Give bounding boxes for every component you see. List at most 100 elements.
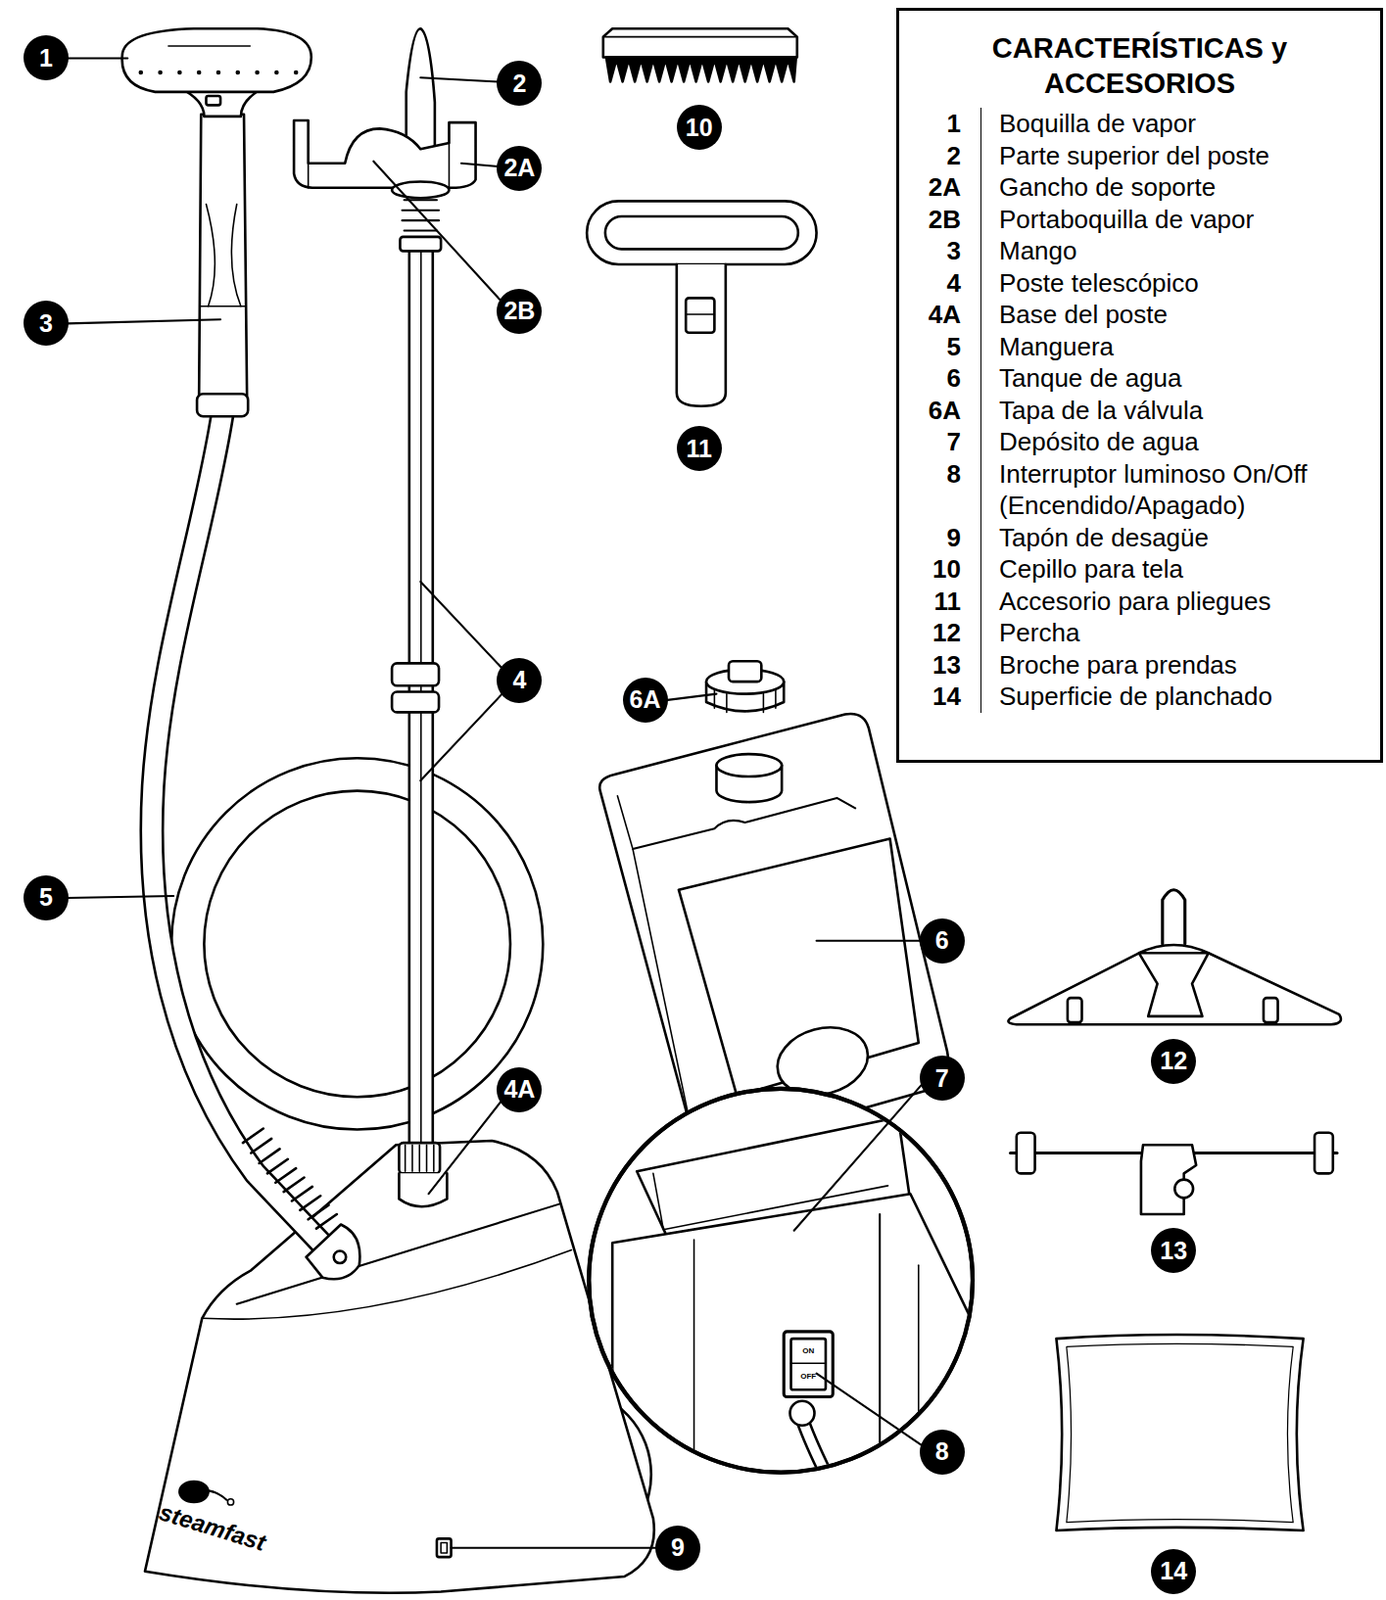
- part-name: Percha: [980, 617, 1381, 650]
- steam-nozzle: [139, 70, 299, 76]
- part-name: Cepillo para tela: [980, 553, 1381, 586]
- reservoir-detail: [588, 1089, 975, 1481]
- reservoir-detail: [693, 1240, 696, 1481]
- leader-line: [667, 694, 717, 701]
- part-number: 4: [899, 267, 961, 300]
- support-hook: [307, 163, 310, 189]
- part-number: 6: [899, 362, 961, 395]
- part-name: Poste telescópico: [980, 267, 1381, 300]
- leader-line: [420, 694, 502, 782]
- reservoir-detail: [588, 1089, 973, 1474]
- hanger: [1139, 953, 1209, 1017]
- part-name: Broche para prendas: [980, 649, 1381, 682]
- callout-number: 11: [676, 426, 722, 472]
- part-number: 12: [899, 617, 961, 650]
- steam-nozzle: [235, 70, 240, 76]
- table-heading: CARACTERÍSTICAS y ACCESORIOS: [899, 30, 1381, 101]
- drain-plug: [440, 1543, 447, 1554]
- callout-text: 3: [39, 309, 53, 338]
- part-name: Parte superior del poste: [980, 140, 1381, 173]
- telescopic-pole: [391, 692, 439, 714]
- pole-base: [398, 1143, 440, 1174]
- handle: [205, 203, 240, 306]
- reservoir-detail: [653, 1173, 889, 1230]
- leader-line: [67, 57, 923, 1548]
- support-hook: [293, 120, 476, 198]
- fabric-brush: [603, 36, 798, 39]
- callout-number: 6A: [622, 677, 669, 723]
- part-name: Interruptor luminoso On/Off (Encendido/A…: [980, 458, 1381, 523]
- handle: [205, 95, 221, 105]
- steamer-base: [203, 1489, 227, 1500]
- callout-text: 12: [1159, 1047, 1188, 1076]
- hose-loop: [171, 758, 543, 1130]
- leader-line: [816, 1374, 923, 1447]
- leader-line: [373, 161, 502, 303]
- water-tank: [599, 714, 949, 1150]
- hose: [151, 413, 360, 1280]
- callout-number: 13: [1150, 1228, 1196, 1274]
- drain-plug: [436, 1538, 452, 1558]
- crease-attachment: [676, 264, 726, 407]
- part-name: Mango: [980, 235, 1381, 268]
- callout-number: 1: [23, 35, 69, 81]
- part-number: 2: [899, 140, 961, 173]
- hanger: [1263, 998, 1279, 1023]
- garment-clip: [1010, 1133, 1338, 1215]
- part-number: 5: [899, 331, 961, 364]
- power-switch: [783, 1332, 833, 1398]
- part-number: 3: [899, 235, 961, 268]
- handle: [198, 114, 247, 397]
- steam-nozzle: [168, 45, 250, 48]
- steam-nozzle: [157, 70, 163, 76]
- telescopic-pole: [391, 199, 441, 1148]
- part-name: Base del poste: [980, 298, 1381, 332]
- leader-line: [67, 56, 128, 59]
- hose: [306, 1224, 361, 1280]
- part-number: 2B: [899, 203, 961, 237]
- steam-nozzle: [254, 70, 260, 76]
- fabric-brush: [603, 28, 798, 57]
- garment-clip: [1314, 1133, 1334, 1175]
- handle: [179, 88, 263, 418]
- callout-number: 6: [919, 918, 965, 964]
- leader-line: [67, 896, 174, 899]
- leader-line: [429, 1099, 503, 1195]
- part-number: 9: [899, 522, 961, 555]
- callout-text: 1: [39, 44, 53, 73]
- callout-number: 12: [1150, 1039, 1196, 1085]
- callout-text: 10: [685, 113, 714, 143]
- part-number: 6A: [899, 394, 961, 428]
- hose-loop: [171, 758, 543, 1130]
- part-number: 8: [899, 458, 961, 523]
- callout-text: 7: [935, 1064, 950, 1094]
- valve-cap: [728, 661, 762, 682]
- callout-number: 4: [496, 658, 542, 704]
- leader-line: [461, 163, 499, 167]
- part-number: 7: [899, 426, 961, 459]
- hanger: [1007, 890, 1340, 1026]
- water-tank: [599, 714, 949, 1150]
- leader-line: [420, 77, 498, 82]
- part-number: 13: [899, 649, 961, 682]
- part-name: Gancho de soporte: [980, 171, 1381, 204]
- reservoir-detail: [612, 1117, 975, 1481]
- callout-number: 2A: [496, 145, 542, 192]
- reservoir-detail: [878, 1214, 881, 1481]
- part-number: 2A: [899, 171, 961, 204]
- leader-line: [794, 1084, 923, 1232]
- ironing-board: [1055, 1335, 1303, 1531]
- part-name: Tapa de la válvula: [980, 394, 1381, 428]
- hose: [151, 413, 330, 1251]
- callout-number: 5: [23, 875, 69, 921]
- callout-text: 14: [1159, 1557, 1188, 1586]
- garment-clip: [1174, 1180, 1194, 1199]
- part-name: Tapón de desagüe: [980, 522, 1381, 555]
- handle: [196, 393, 248, 417]
- hose: [151, 413, 330, 1251]
- steamer-base: [227, 1499, 234, 1506]
- reservoir-detail: [917, 1265, 920, 1481]
- callout-text: 2B: [503, 296, 535, 326]
- callout-text: 2A: [503, 153, 535, 183]
